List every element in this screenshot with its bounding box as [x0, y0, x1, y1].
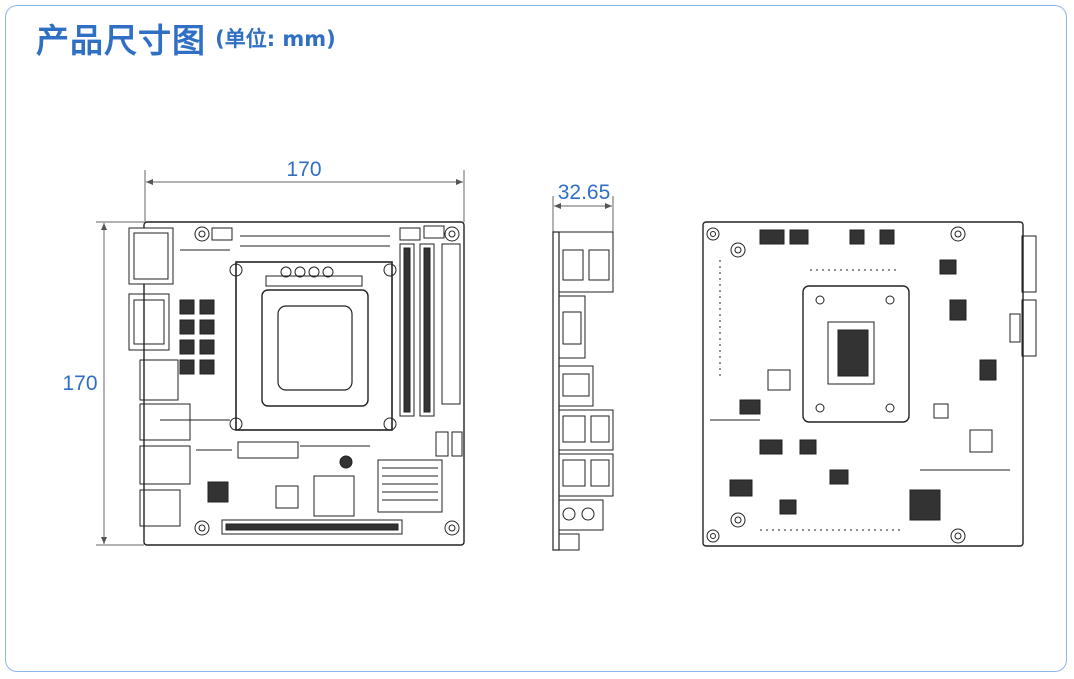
page-title: 产品尺寸图 (单位: mm) — [36, 14, 336, 62]
content-frame — [5, 5, 1067, 672]
dimension-side-thickness: 32.65 — [552, 181, 614, 232]
dimension-side-label: 32.65 — [558, 181, 611, 204]
board-bottom-view — [702, 221, 1037, 547]
title-text: 产品尺寸图 — [36, 21, 206, 60]
dimension-top-width: 170 — [144, 158, 465, 222]
dimension-left-label: 170 — [62, 372, 97, 395]
board-side-view — [552, 231, 614, 551]
dimension-left-height: 170 — [62, 221, 144, 546]
board-top-view — [128, 221, 465, 546]
unit-label: (单位: mm) — [215, 27, 336, 51]
dimension-top-label: 170 — [286, 158, 321, 181]
